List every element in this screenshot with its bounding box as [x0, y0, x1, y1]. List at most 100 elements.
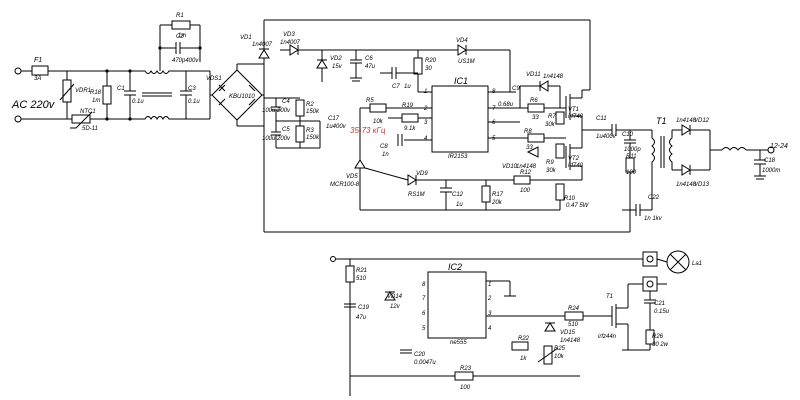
ic2-timer-section: R21 510 C19 47u VD14 12v IC2 ne555 8 7 6…: [330, 250, 702, 396]
diode-vd15: [544, 322, 556, 332]
c12-val: 1u: [456, 202, 463, 208]
output-choke: [721, 147, 747, 151]
vt1-ref: VT1: [568, 107, 579, 113]
f1-val: 3A: [34, 76, 41, 82]
c11-ref: C11: [596, 116, 607, 122]
r18-ref: R18: [90, 90, 102, 96]
c6-val: 47u: [365, 64, 376, 70]
vd13-val: 1n4148: [676, 182, 697, 188]
r26-ref: R26: [652, 334, 664, 340]
ac-input-section: AC 220v F1 3A VDR1 NTC1 5D-11 R18 1m C1 …: [11, 13, 211, 132]
resistor-r3: [295, 125, 305, 143]
varistor-vdr1: [62, 79, 72, 103]
zener-vd14: [384, 291, 396, 301]
c19-val: 47u: [356, 315, 367, 321]
r8-val: 33: [526, 145, 533, 151]
c22-ref: C22: [648, 195, 660, 201]
vd9-ref: VD9: [416, 171, 428, 177]
c10-ref: C10: [622, 132, 634, 138]
vd1-val: 1n4007: [252, 42, 273, 48]
c9-ref: C9: [512, 86, 520, 92]
c21-val: 0.15u: [654, 309, 670, 315]
output-section: C11 1u400v C10 1000p R11 100 T1 1n4148 V…: [596, 116, 788, 232]
c4-ref: C4: [282, 99, 290, 105]
fuse-f1: [31, 65, 49, 76]
vds1-val: KBU1010: [229, 94, 255, 100]
vd1-ref: VD1: [240, 35, 252, 41]
diode-vd1: [258, 49, 270, 59]
r17-ref: R17: [492, 192, 504, 198]
c19-ref: C19: [358, 305, 370, 311]
vd12-ref: VD12: [694, 118, 710, 124]
ic1-pin-3: 3: [424, 120, 428, 126]
vd15-ref: VD15: [560, 330, 576, 336]
vd12-val: 1n4148: [676, 118, 697, 124]
resistor-r7: [555, 111, 565, 125]
t1-primary: [651, 130, 655, 170]
c3-ref: C3: [188, 86, 196, 92]
r21-val: 510: [356, 276, 367, 282]
resistor-r10: [555, 183, 565, 201]
c12-ref: C12: [452, 192, 464, 198]
c17-ref: C17: [328, 116, 340, 122]
vd14-val: 12v: [390, 304, 401, 310]
input-terminal-l: [14, 67, 22, 75]
ic2-pin-8: 8: [422, 282, 426, 288]
vd11-ref: VD11: [526, 72, 541, 78]
vd15-val: 1n4148: [560, 338, 581, 344]
freq-label: 35-73 кГц: [350, 126, 386, 135]
r23-val: 100: [460, 385, 471, 391]
f1-ref: F1: [34, 57, 42, 64]
ic1-pin-6: 6: [492, 120, 496, 126]
diode-vd13: [681, 164, 691, 176]
ic1-ir2153: IC1 IR2153 1 2 3 4 8 7 6 5 R5 10k R19 9.…: [350, 76, 520, 160]
r3-val: 150k: [306, 135, 320, 141]
r22-ref: R22: [518, 336, 530, 342]
vdr1-ref: VDR1: [75, 88, 91, 94]
output-label: 12-24: [770, 143, 788, 150]
r22-val: 1k: [520, 356, 527, 362]
bridge-vds1: VDS1 KBU1010: [206, 63, 264, 127]
r9-ref: R9: [546, 160, 554, 166]
vd2-val: 15v: [332, 64, 343, 70]
vt2-ref: VT2: [568, 156, 580, 162]
vd14-ref: VD14: [387, 294, 403, 300]
r3-ref: R3: [306, 128, 314, 134]
r24-val: 510: [568, 322, 579, 328]
r8-ref: R8: [524, 129, 532, 135]
r20-ref: R20: [425, 58, 437, 64]
thyristor-vd5: [354, 159, 366, 169]
c5-ref: C5: [282, 127, 290, 133]
r5-ref: R5: [366, 98, 374, 104]
diode-vd4: [457, 44, 467, 56]
choke-winding-2: [132, 116, 186, 120]
resistor-r9: [555, 143, 565, 159]
r1-val: 1m: [178, 33, 186, 39]
ic1-val: IR2153: [448, 154, 468, 160]
r19-ref: R19: [402, 103, 414, 109]
ic1-ref: IC1: [454, 76, 468, 86]
resistor-r22: [511, 341, 529, 351]
hv-rail-section: VD1 1n4007 C4 100u 200v C5 100u 200v R2 …: [240, 19, 630, 233]
resistor-r8: [527, 133, 545, 143]
la1-ref: La1: [692, 261, 702, 267]
ac-input-label: AC 220v: [11, 99, 56, 111]
r11-val: 100: [626, 170, 637, 176]
t1-secondary: [669, 130, 673, 170]
r12-val: 100: [520, 188, 531, 194]
c21-ref: C21: [654, 301, 665, 307]
input-terminal-n: [14, 115, 22, 123]
diode-vd10: [526, 146, 539, 158]
resistor-r5: [369, 103, 387, 113]
ic2-pin-2: 2: [487, 296, 492, 302]
resistor-r18: [102, 85, 112, 105]
vt1-val: irf740: [568, 114, 584, 120]
resistor-r23: [454, 371, 474, 381]
vt2-val: irf740: [568, 163, 584, 169]
diode-vd3: [289, 44, 299, 56]
c4-val: 100u 200v: [262, 108, 291, 114]
c10-val: 1000p: [624, 147, 641, 153]
t1b-ref: T1: [606, 294, 613, 300]
zener-vd2: [316, 59, 328, 69]
